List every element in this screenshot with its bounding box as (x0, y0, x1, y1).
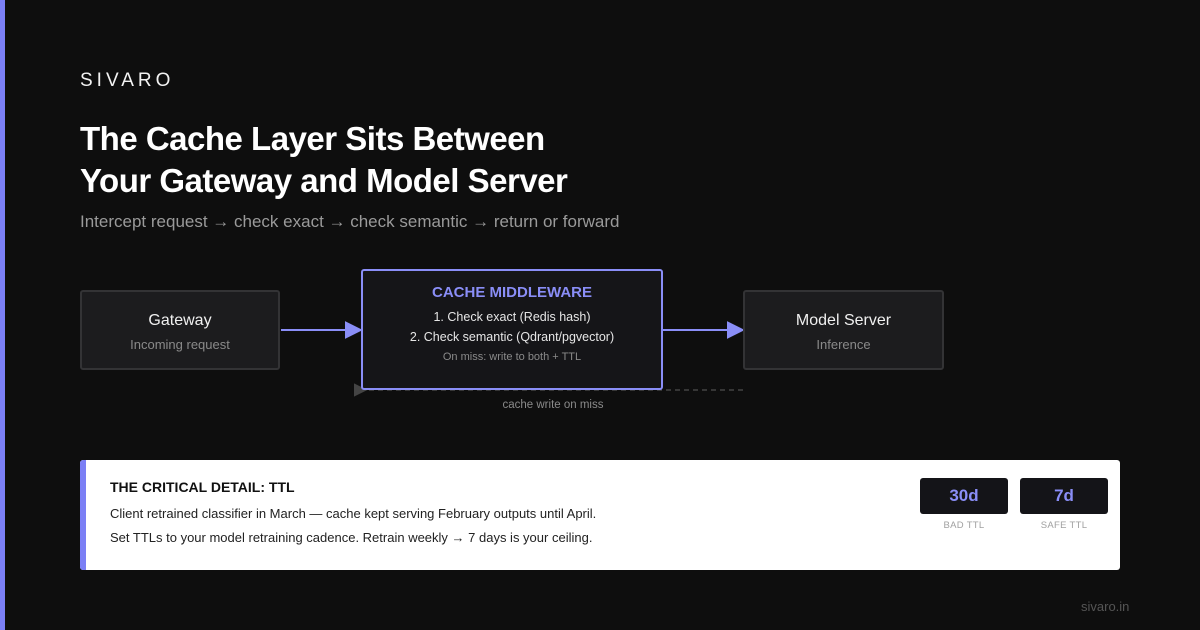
callout-heading: THE CRITICAL DETAIL: TTL (110, 479, 295, 495)
ttl-callout: THE CRITICAL DETAIL: TTL Client retraine… (80, 460, 1120, 570)
model-subtitle: Inference (816, 337, 871, 352)
cache-note: On miss: write to both + TTL (442, 351, 582, 363)
callout-line-1: Client retrained classifier in March — c… (110, 506, 597, 521)
callout-line-2: Set TTLs to your model retraining cadenc… (110, 530, 593, 545)
gateway-title: Gateway (148, 312, 212, 329)
model-server-node: Model Server Inference (743, 290, 944, 370)
page-title: The Cache Layer Sits Between Your Gatewa… (80, 118, 780, 202)
stat-safe-ttl-label: SAFE TTL (1040, 520, 1088, 531)
callout-accent-bar (80, 460, 86, 570)
cache-step-1: 1. Check exact (Redis hash) (433, 310, 591, 324)
gateway-node: Gateway Incoming request (80, 290, 280, 370)
page-title-line-2: Your Gateway and Model Server (80, 162, 568, 199)
brand-logo: SIVARO (80, 70, 175, 91)
gateway-subtitle: Incoming request (130, 337, 230, 352)
page-subtitle: Intercept request → check exact → check … (80, 212, 620, 231)
stat-bad-ttl-label: BAD TTL (943, 520, 985, 531)
accent-bar (0, 0, 5, 630)
cache-step-2: 2. Check semantic (Qdrant/pgvector) (409, 330, 615, 344)
stat-safe-ttl-value: 7d (1020, 478, 1108, 514)
footer-url: sivaro.in (1081, 599, 1130, 614)
return-path-label: cache write on miss (502, 399, 604, 411)
page-title-line-1: The Cache Layer Sits Between (80, 120, 545, 157)
cache-middleware-node: CACHE MIDDLEWARE 1. Check exact (Redis h… (361, 269, 663, 390)
cache-title: CACHE MIDDLEWARE (432, 284, 592, 301)
stat-bad-ttl-value: 30d (920, 478, 1008, 514)
stat-safe-ttl: 7d SAFE TTL (1020, 478, 1108, 531)
stat-bad-ttl: 30d BAD TTL (920, 478, 1008, 531)
model-title: Model Server (795, 312, 892, 329)
